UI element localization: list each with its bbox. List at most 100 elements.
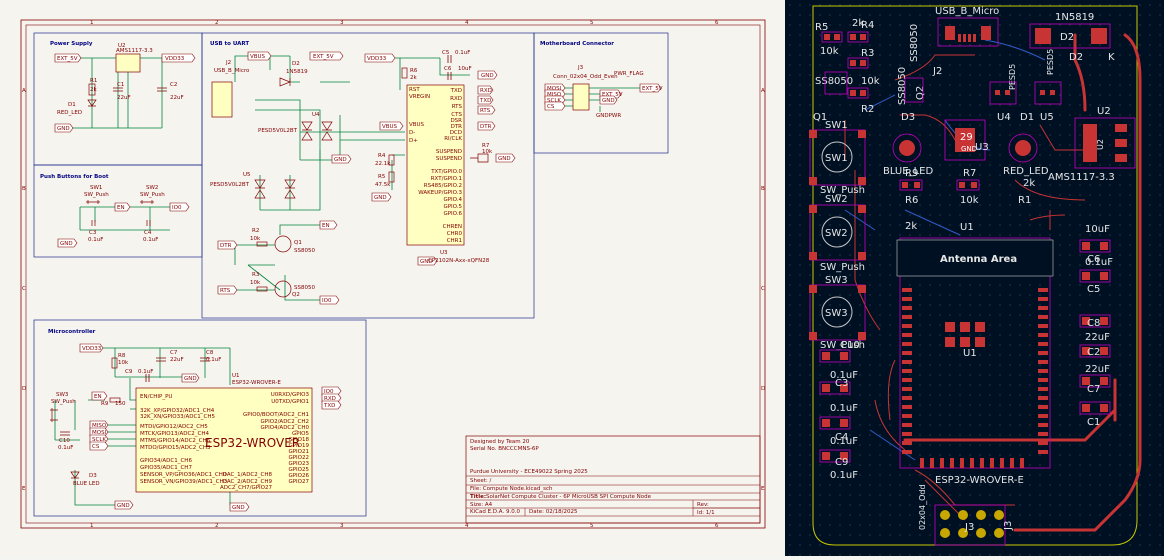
svg-text:ADC2_CH7/GPIO27: ADC2_CH7/GPIO27 [220,485,272,491]
pcb-u2-tab [1083,124,1097,162]
pcb-u4-outline [989,81,1017,105]
pcb-r7-val: 10k [960,195,979,206]
svg-text:SCLK: SCLK [547,98,561,104]
svg-text:Id: 1/1: Id: 1/1 [697,510,715,516]
row-a-left: A [22,88,26,94]
c2-value: 22uF [170,95,184,101]
svg-text:GPIO21: GPIO21 [288,449,309,455]
u3-ref: U3 [440,250,448,256]
pcb-u4: U4 [997,112,1011,123]
row-d-right: D [761,386,765,392]
c5-symbol [447,55,452,63]
pcb-j2-pads [945,26,991,42]
u3-pins-right: TXD RXD RTS CTS DSR DTR DCD RI/CLK SUSPE… [418,88,462,244]
c5-ref: C5 [442,50,450,56]
r9-body [109,397,121,403]
c6-symbol [447,72,452,80]
u3-body [406,84,465,246]
pcb-sw2 [809,204,866,261]
pcb-c7-val: 22uF [1085,364,1110,375]
r8-body [111,357,118,369]
svg-text:RTS: RTS [452,104,463,110]
col-6-bottom: 6 [715,523,719,529]
pcb-view[interactable]: R5 2k R4 10k R3 10k R2 SS8050 Q1 SS8050 … [785,0,1164,556]
pcb-q1-val: SS8050 [897,67,908,105]
r2-value: 10k [250,236,261,242]
svg-text:Sheet: /: Sheet: / [470,478,492,484]
svg-text:D+: D+ [409,138,418,144]
sw2-value: SW_Push [140,192,165,198]
pcb-r1: R1 [1018,195,1031,206]
pcb-sw2-val: SW_Push [820,262,865,273]
pcb-j3-fab: J3 [964,522,974,533]
c9-ref: C9 [125,369,133,375]
d3-ref: D3 [89,473,97,479]
pcb-d3-outline [892,133,922,163]
r5-ref: R5 [378,174,386,180]
pcb-c4-val: 0.1uF [830,436,858,447]
frame-motherboard [533,32,669,154]
svg-text:VDD33: VDD33 [367,56,387,62]
c7-value: 22uF [170,357,184,363]
svg-text:GPIO26: GPIO26 [288,473,309,479]
pcb-r4-val: 10k [820,46,839,57]
schematic-view[interactable]: A B C D E A B C D E 1 2 3 4 5 6 1 2 3 4 … [0,0,785,556]
c10-value: 0.1uF [58,445,73,451]
pcb-u1-thermal-pad [945,322,985,347]
board-outline [812,5,1138,546]
pcb-sw2-ref: SW2 [825,194,848,205]
pcb-k: K [1108,52,1115,63]
svg-text:SCLK: SCLK [92,437,106,443]
svg-text:Title:: Title: [470,494,486,500]
j3-ref: J3 [577,65,584,71]
svg-text:DSR: DSR [450,118,462,124]
svg-text:GND: GND [420,259,433,265]
c3-ref: C3 [89,230,97,236]
c4-symbol [146,220,151,226]
svg-text:DTR: DTR [451,124,463,130]
col-6-top: 6 [715,20,719,26]
svg-text:GPIO19: GPIO19 [288,443,309,449]
pcb-u2-fab: U2 [1096,139,1105,150]
svg-text:DAC_1/ADC2_CH8: DAC_1/ADC2_CH8 [223,472,273,478]
svg-text:EN: EN [322,223,330,229]
ps-net-labels: EXT_5V VDD33 GND [54,53,196,133]
pcb-red-led: RED_LED [1003,166,1049,177]
svg-text:MOSI: MOSI [547,86,562,92]
svg-text:CHR1: CHR1 [447,238,462,244]
q1-value: SS8050 [294,248,315,254]
row-e-left: E [22,486,26,492]
u2-value: AMS1117-3.3 [116,48,153,54]
svg-text:32K_XN/GPIO33/ADC1_CH5: 32K_XN/GPIO33/ADC1_CH5 [140,414,216,420]
frame-microcontroller [33,319,367,517]
resistor-footprints [821,31,869,99]
u1-pins-right: U0RXD/GPIO3 U0TXD/GPIO1 GPIO0/BOOT/ADC2_… [220,392,309,491]
sw1-symbol [86,200,100,204]
svg-text:SUSPEND: SUSPEND [436,156,462,162]
row-e-right: E [761,486,765,492]
pcb-d3: D3 [901,112,915,123]
pcb-c4: C4 [835,432,848,443]
r2-body [256,241,268,247]
pcb-r6: R6 [905,195,918,206]
c8-value: 0.1uF [206,357,221,363]
svg-text:MISO: MISO [547,92,562,98]
col-5-bottom: 5 [590,523,594,529]
col-1-bottom: 1 [90,523,94,529]
c10-symbol [60,431,70,436]
svg-text:CHREN: CHREN [443,224,462,230]
svg-text:MTMS/GPIO14/ADC2_CH6: MTMS/GPIO14/ADC2_CH6 [140,438,211,444]
r6-body [401,67,408,79]
c2-ref: C2 [170,82,177,88]
pcb-canvas: R5 2k R4 10k R3 10k R2 SS8050 Q1 SS8050 … [785,0,1164,556]
pcb-caps-right [1079,239,1111,415]
pcb-u1-left-pads [902,288,912,454]
j3-body [572,83,590,111]
d2-value: 1N5819 [286,69,308,75]
pcb-q2-val: SS8050 [815,76,853,87]
pcb-c2-val: 22uF [1085,332,1110,343]
j2-value: USB_B_Micro [214,68,250,74]
sw3-value: SW_Push [51,399,76,405]
svg-text:SUSPEND: SUSPEND [436,149,462,155]
pcb-d1-outline [1008,133,1038,163]
